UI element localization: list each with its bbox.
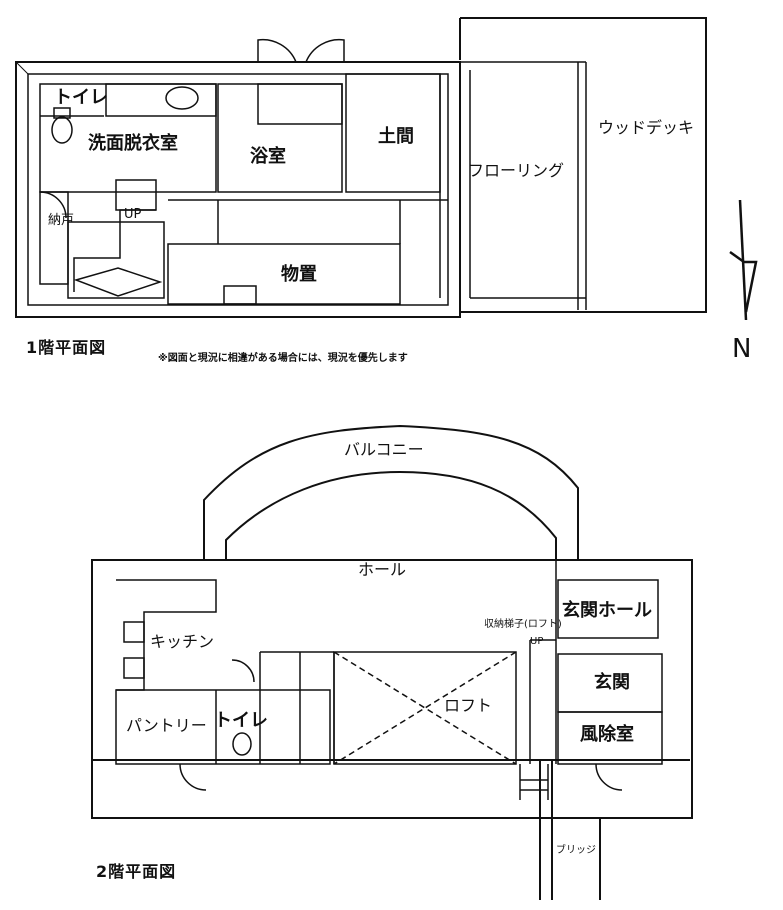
room-label-hall: ホール (358, 560, 407, 579)
room-label-washroom: 洗面脱衣室 (88, 133, 178, 154)
floor1-doors (39, 38, 345, 219)
north-label: N (732, 334, 752, 364)
room-label-bathroom: 浴室 (250, 146, 286, 167)
disclaimer-note: ※図面と現況に相違がある場合には、現況を優先します (158, 353, 408, 364)
floor1-outline (15, 61, 461, 318)
north-arrow-icon (729, 199, 758, 321)
room-label-balcony: バルコニー (344, 440, 424, 459)
room-label-toilet-1f: トイレ (54, 87, 108, 108)
floor2-balcony (203, 424, 579, 561)
floor1-title: 1階平面図 (26, 338, 107, 357)
bridge-label: ブリッジ (556, 845, 596, 856)
room-label-doma: 土間 (378, 126, 414, 147)
stairs-up-label-2f: UP (530, 636, 544, 647)
room-label-pantry: パントリー (126, 716, 207, 735)
floor2-outline (91, 559, 693, 900)
room-label-wooddeck: ウッドデッキ (598, 118, 695, 137)
room-label-windbreak: 風除室 (580, 724, 634, 745)
room-label-toilet-2f: トイレ (214, 710, 268, 731)
room-label-entrance: 玄関 (594, 672, 630, 693)
floor1-walls (39, 73, 448, 305)
loft-ladder-label: 収納梯子(ロフト) (484, 619, 562, 630)
wooddeck-frame (459, 17, 707, 313)
room-label-entrance-hall: 玄関ホール (562, 600, 652, 621)
room-label-flooring: フローリング (468, 161, 565, 180)
room-label-kitchen: キッチン (150, 632, 215, 651)
room-label-storage: 物置 (281, 264, 317, 285)
stairs-up-label-1f: UP (124, 207, 142, 222)
room-label-storage-closet: 納戸 (48, 213, 75, 228)
floor2-doors (179, 659, 623, 791)
room-label-loft: ロフト (444, 696, 493, 715)
floor2-title: 2階平面図 (96, 862, 177, 881)
floor2-walls (115, 560, 663, 800)
